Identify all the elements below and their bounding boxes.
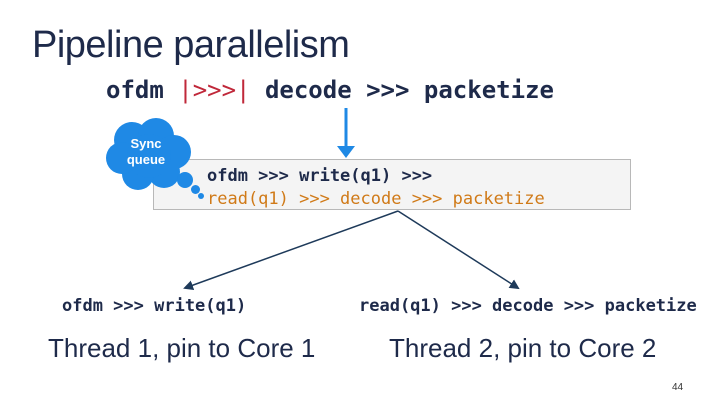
- thread2-expression: read(q1) >>> decode >>> packetize: [359, 296, 697, 316]
- thread1-label: Thread 1, pin to Core 1: [48, 333, 316, 363]
- main-expression: ofdm |>>>| decode >>> packetize: [106, 76, 554, 104]
- sync-queue-label-line2: queue: [126, 152, 166, 167]
- slide-title: Pipeline parallelism: [32, 24, 350, 66]
- main-expression-ofdm: ofdm: [106, 76, 179, 104]
- cloud-bubble-medium: [191, 185, 200, 194]
- pipeline-code-box: [153, 159, 631, 210]
- thread1-arrow: [183, 210, 399, 290]
- thread1-expression: ofdm >>> write(q1): [62, 296, 247, 316]
- cloud-bubble-large: [177, 172, 193, 188]
- thread2-label: Thread 2, pin to Core 2: [389, 333, 657, 363]
- page-number: 44: [672, 382, 684, 393]
- sync-queue-label-line1: Sync: [130, 136, 162, 151]
- thread2-arrow: [397, 210, 520, 290]
- sync-queue-label: Sync queue: [110, 136, 182, 168]
- code-box-line2: read(q1) >>> decode >>> packetize: [207, 189, 545, 209]
- parallel-operator: |>>>|: [178, 76, 251, 104]
- main-expression-rest: decode >>> packetize: [250, 76, 554, 104]
- split-point-arrowhead: [337, 146, 355, 158]
- cloud-bubble-small: [198, 193, 204, 199]
- sync-queue-cloud-icon: [106, 118, 191, 190]
- code-box-line1: ofdm >>> write(q1) >>>: [207, 166, 433, 186]
